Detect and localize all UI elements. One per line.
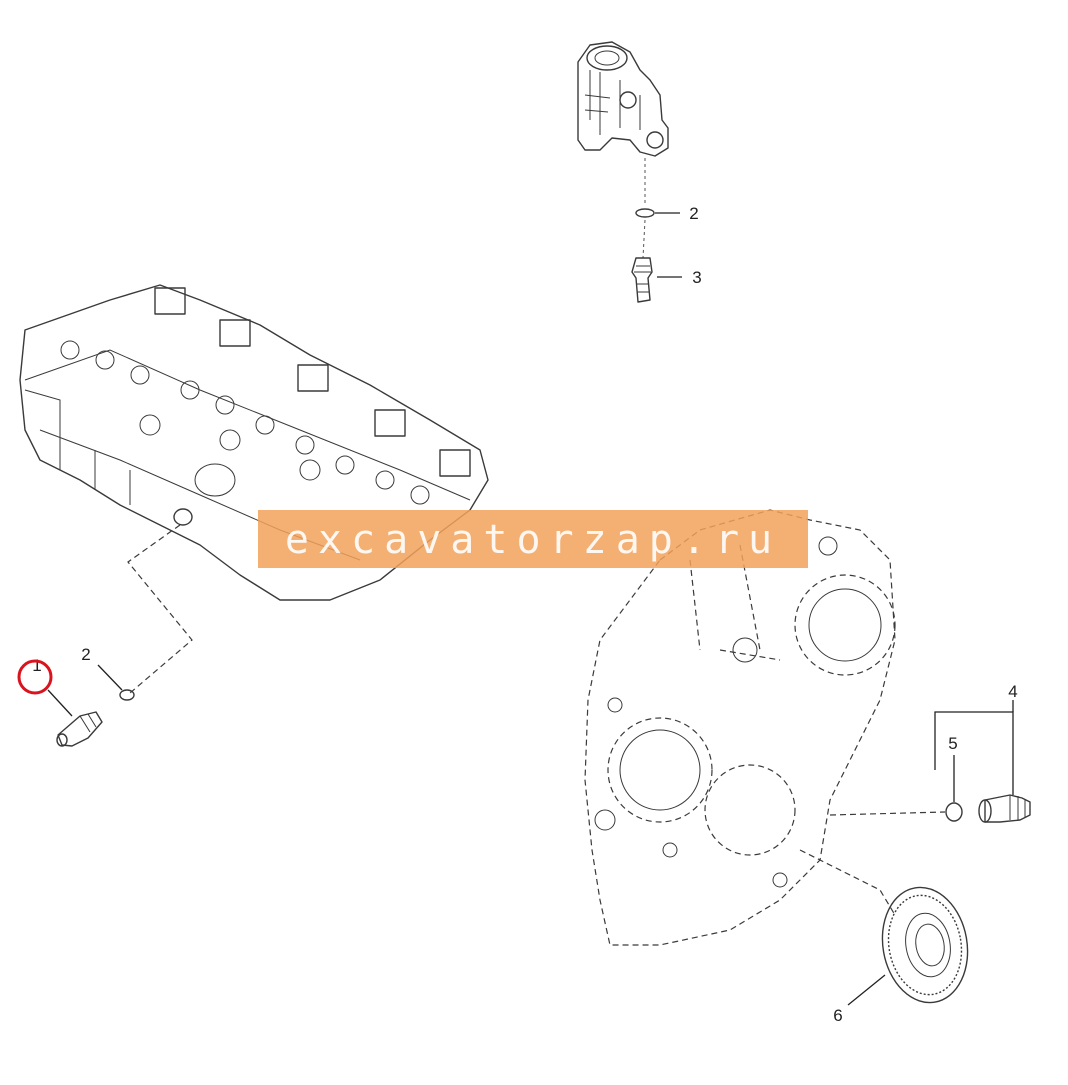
leader-1	[47, 689, 73, 717]
callout-4: 4	[1008, 682, 1017, 701]
callout-3: 3	[692, 268, 701, 287]
leader-cover-sensor	[829, 811, 946, 816]
watermark-text: excavatorzap.ru	[285, 517, 781, 563]
tone-wheel-gear	[881, 886, 969, 1004]
watermark: excavatorzap.ru	[258, 510, 808, 568]
callout-2-left: 2	[81, 645, 90, 664]
leader-2-left	[97, 664, 123, 691]
leader-6	[847, 974, 886, 1006]
callout-1-highlight-ring	[17, 659, 53, 695]
callout-4-bracket	[934, 711, 1014, 795]
temperature-sensor-left	[56, 711, 103, 747]
sealing-washer-top	[635, 208, 655, 218]
callout-2-top: 2	[689, 204, 698, 223]
callout-5: 5	[948, 734, 957, 753]
leader-seal-sensor	[642, 219, 646, 259]
timing-cover	[584, 509, 896, 946]
callout-1: 1	[32, 656, 41, 675]
sealing-washer-left	[119, 689, 135, 701]
pump-housing	[577, 41, 669, 157]
leader-cover-gear	[799, 849, 896, 916]
o-ring-right	[945, 802, 963, 822]
callout-6: 6	[833, 1006, 842, 1025]
watermark-band	[258, 510, 808, 568]
leader-head-sensor	[127, 524, 193, 694]
speed-sensor-right	[978, 794, 1031, 823]
temperature-sensor-top	[631, 257, 653, 303]
